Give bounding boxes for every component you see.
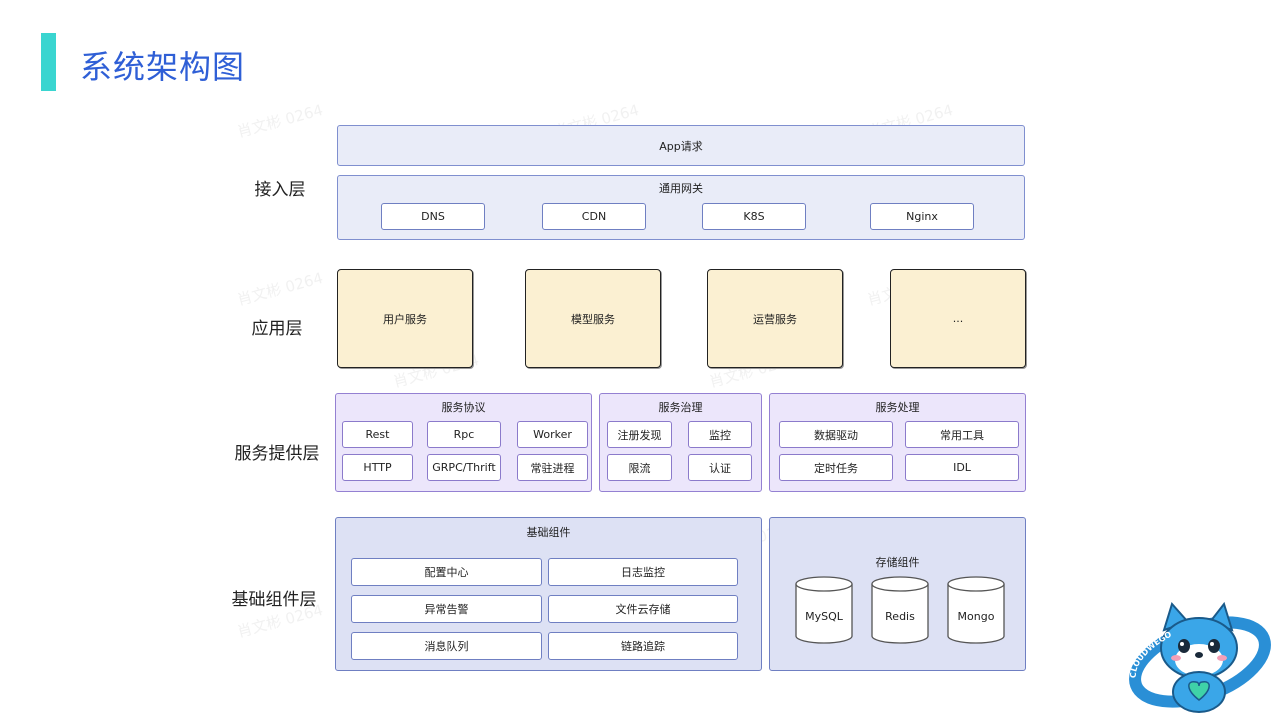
app-service-label: ... xyxy=(952,312,964,325)
app-service-label: 用户服务 xyxy=(383,312,427,326)
gateway-item-nginx: Nginx xyxy=(870,203,974,230)
basic-item: 文件云存储 xyxy=(548,595,738,623)
group-title: 存储组件 xyxy=(875,556,920,569)
database-label: Redis xyxy=(885,610,915,623)
storage-components-group: 存储组件 MySQL Redis Mongo xyxy=(769,517,1026,671)
app-request-box: App请求 xyxy=(337,125,1025,166)
group-title: 服务治理 xyxy=(658,401,703,414)
app-service-user: 用户服务 xyxy=(337,269,473,368)
processing-item: 定时任务 xyxy=(779,454,893,481)
protocol-item: Rest xyxy=(342,421,413,448)
gateway-box: 通用网关 DNS CDN K8S Nginx xyxy=(337,175,1025,240)
watermark: 肖文彬 0264 xyxy=(235,268,325,310)
protocol-item: HTTP xyxy=(342,454,413,481)
processing-item: 常用工具 xyxy=(905,421,1019,448)
basic-item: 消息队列 xyxy=(351,632,542,660)
service-governance-group: 服务治理 注册发现 监控 限流 认证 xyxy=(599,393,762,492)
group-title: 基础组件 xyxy=(526,526,571,539)
governance-item: 限流 xyxy=(607,454,672,481)
protocol-item: Rpc xyxy=(427,421,501,448)
protocol-item: GRPC/Thrift xyxy=(427,454,501,481)
database-cylinder-mysql: MySQL xyxy=(795,576,853,644)
app-service-more: ... xyxy=(890,269,1026,368)
protocol-item: 常驻进程 xyxy=(517,454,588,481)
app-service-label: 模型服务 xyxy=(571,312,615,326)
gateway-item-dns: DNS xyxy=(381,203,485,230)
cloudwego-mascot-logo: CLOUDWEGO xyxy=(1124,600,1274,718)
gateway-title: 通用网关 xyxy=(659,182,703,195)
gateway-item-cdn: CDN xyxy=(542,203,646,230)
basic-components-group: 基础组件 配置中心 日志监控 异常告警 文件云存储 消息队列 链路追踪 xyxy=(335,517,762,671)
layer-label-foundation: 基础组件层 xyxy=(231,590,317,610)
layer-label-service: 服务提供层 xyxy=(234,444,320,464)
basic-item: 日志监控 xyxy=(548,558,738,586)
basic-item: 异常告警 xyxy=(351,595,542,623)
database-label: MySQL xyxy=(805,610,843,623)
app-service-operation: 运营服务 xyxy=(707,269,843,368)
database-cylinder-redis: Redis xyxy=(871,576,929,644)
governance-item: 监控 xyxy=(688,421,752,448)
service-processing-group: 服务处理 数据驱动 常用工具 定时任务 IDL xyxy=(769,393,1026,492)
page-title: 系统架构图 xyxy=(80,48,246,86)
database-cylinder-mongo: Mongo xyxy=(947,576,1005,644)
app-service-label: 运营服务 xyxy=(753,312,797,326)
layer-label-access: 接入层 xyxy=(254,180,306,200)
gateway-item-k8s: K8S xyxy=(702,203,806,230)
service-protocol-group: 服务协议 Rest Rpc Worker HTTP GRPC/Thrift 常驻… xyxy=(335,393,592,492)
watermark: 肖文彬 0264 xyxy=(235,100,325,142)
processing-item: IDL xyxy=(905,454,1019,481)
governance-item: 注册发现 xyxy=(607,421,672,448)
group-title: 服务处理 xyxy=(875,401,920,414)
database-label: Mongo xyxy=(957,610,995,623)
basic-item: 配置中心 xyxy=(351,558,542,586)
processing-item: 数据驱动 xyxy=(779,421,893,448)
layer-label-application: 应用层 xyxy=(251,319,303,339)
governance-item: 认证 xyxy=(688,454,752,481)
title-accent-bar xyxy=(41,33,56,91)
app-service-model: 模型服务 xyxy=(525,269,661,368)
app-request-label: App请求 xyxy=(659,139,703,153)
group-title: 服务协议 xyxy=(441,401,486,414)
protocol-item: Worker xyxy=(517,421,588,448)
basic-item: 链路追踪 xyxy=(548,632,738,660)
